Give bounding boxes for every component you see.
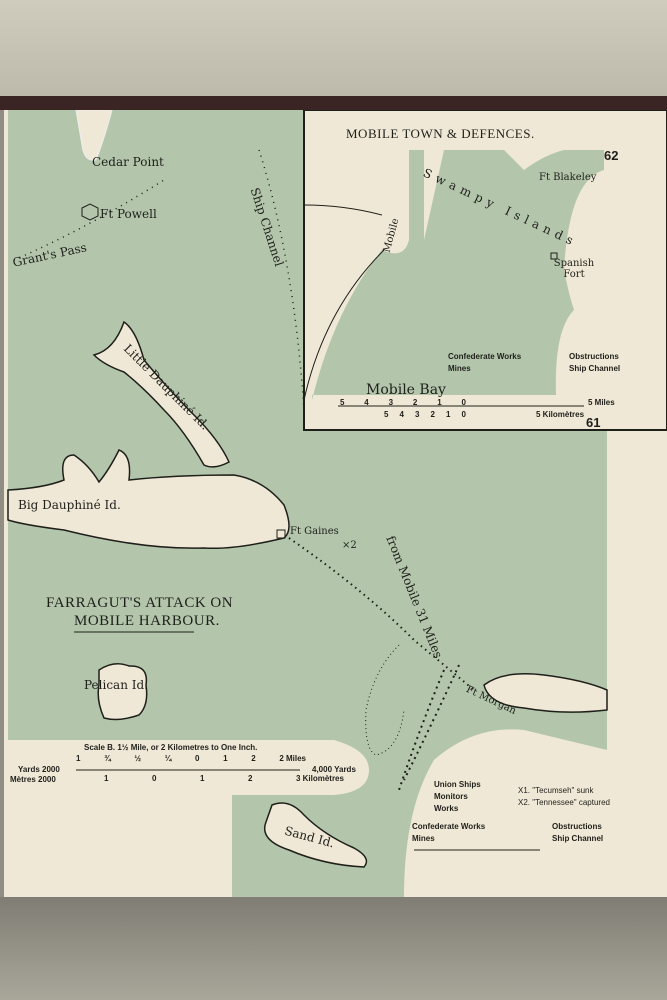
shoal-outline (365, 644, 405, 756)
label-fort-blakeley: Ft Blakeley (539, 172, 597, 183)
label-cedar-point: Cedar Point (92, 155, 164, 169)
label-fort-powell: Ft Powell (100, 207, 157, 221)
inset-shore (303, 249, 385, 401)
tick: 1 (76, 754, 81, 763)
map-drawing (4, 110, 667, 897)
fort-gaines-icon (276, 529, 286, 539)
tick: 2 Miles (279, 754, 306, 763)
tick: 1 (437, 398, 442, 407)
tick: 0 (461, 410, 466, 419)
inset-legend-confederate-works: Confederate Works (448, 352, 522, 361)
tick: 1 (199, 774, 205, 783)
tick: 0 (195, 754, 200, 763)
legend-panel (404, 745, 607, 897)
tick: 2 (251, 754, 256, 763)
cedar-point-land (75, 110, 113, 161)
fort-powell-icon (81, 203, 99, 221)
sand-island (264, 802, 368, 868)
label-x2: ×2 (342, 540, 357, 551)
legend-x2: X2. "Tennessee" captured (518, 798, 610, 807)
inset-title: MOBILE TOWN & DEFENCES. (346, 126, 535, 141)
map-title-line1: FARRAGUT'S ATTACK ON (46, 595, 234, 611)
grants-pass-channel (13, 179, 165, 261)
pelican-island (97, 663, 148, 721)
tick: 5 (340, 398, 345, 407)
union-fleet-track (403, 664, 460, 781)
poster-bottom-margin (0, 897, 667, 1000)
inset-scale-miles-end: 5 Miles (588, 398, 615, 407)
legend-mines: Mines (412, 834, 435, 843)
little-dauphine-island (92, 320, 230, 468)
book-binding-edge (0, 96, 667, 110)
tick: 2 (430, 410, 435, 419)
farragut-attack-map: Cedar Point Ft Powell Grant's Pass Ship … (4, 110, 667, 897)
mobile-point-peninsula (483, 673, 608, 713)
tick: 5 (384, 410, 389, 419)
label-spanish-fort: Spanish Fort (553, 258, 595, 280)
scale-lower-ticks: 1 0 1 2 3 Kilomètres (104, 774, 344, 783)
tick: 2 (247, 774, 253, 783)
legend-monitors: Monitors (434, 792, 468, 801)
tick: 0 (461, 398, 466, 407)
inset-legend-ship-channel: Ship Channel (569, 364, 621, 373)
obstructions-line (288, 537, 475, 691)
sea-area (8, 110, 607, 897)
tick: 1 (446, 410, 451, 419)
page-number-61: 61 (586, 415, 601, 430)
inset-scale-km-ticks: 5 4 3 2 1 0 (384, 410, 466, 419)
label-fort-gaines: Ft Gaines (290, 526, 339, 537)
poster-top-margin (0, 0, 667, 96)
page-number-62: 62 (604, 148, 619, 163)
scale-yards-label: Yards 2000 (18, 765, 60, 774)
legend-x1: X1. "Tecumseh" sunk (518, 786, 594, 795)
tick: 1 (223, 754, 228, 763)
tick: 3 Kilomètres (295, 774, 344, 783)
legend-confederate-works: Confederate Works (412, 822, 486, 831)
tick: ½ (134, 754, 142, 763)
spanish-fort-icon (550, 252, 558, 260)
union-monitors-track (398, 669, 445, 791)
label-big-dauphine: Big Dauphiné Id. (18, 498, 121, 512)
label-pelican: Pelican Id. (84, 678, 148, 692)
scale-upper-ticks: 1 ¾ ½ ¼ 0 1 2 2 Miles (76, 754, 306, 763)
scale-title: Scale B. 1½ Mile, or 2 Kilometres to One… (84, 743, 258, 752)
inset-road (303, 204, 383, 216)
tick: 2 (412, 398, 418, 407)
inset-scale-miles-ticks: 5 4 3 2 1 0 (340, 398, 466, 407)
tick: ¼ (164, 754, 172, 763)
tick: 4 (399, 410, 404, 419)
scale-yards-end: 4,000 Yards (312, 765, 356, 774)
tick: 3 (415, 410, 420, 419)
map-title-line2: MOBILE HARBOUR. (74, 613, 220, 629)
tick: 3 (388, 398, 394, 407)
tick: ¾ (104, 754, 111, 763)
tick: 0 (151, 774, 157, 783)
inset-legend-mines: Mines (448, 364, 471, 373)
legend-ship-channel: Ship Channel (552, 834, 604, 843)
inset-scale-km-end: 5 Kilomètres (536, 410, 585, 419)
big-dauphine-island (7, 449, 290, 550)
tick: 1 (104, 774, 109, 783)
legend-obstructions: Obstructions (552, 822, 602, 831)
inset-legend-obstructions: Obstructions (569, 352, 619, 361)
legend-union-ships: Union Ships (434, 780, 481, 789)
tick: 4 (364, 398, 369, 407)
scale-panel (8, 740, 369, 795)
inset-bay (312, 150, 604, 400)
legend-works: Works (434, 804, 459, 813)
scale-metres-label: Mètres 2000 (10, 775, 56, 784)
label-mobile-bay: Mobile Bay (366, 382, 446, 398)
